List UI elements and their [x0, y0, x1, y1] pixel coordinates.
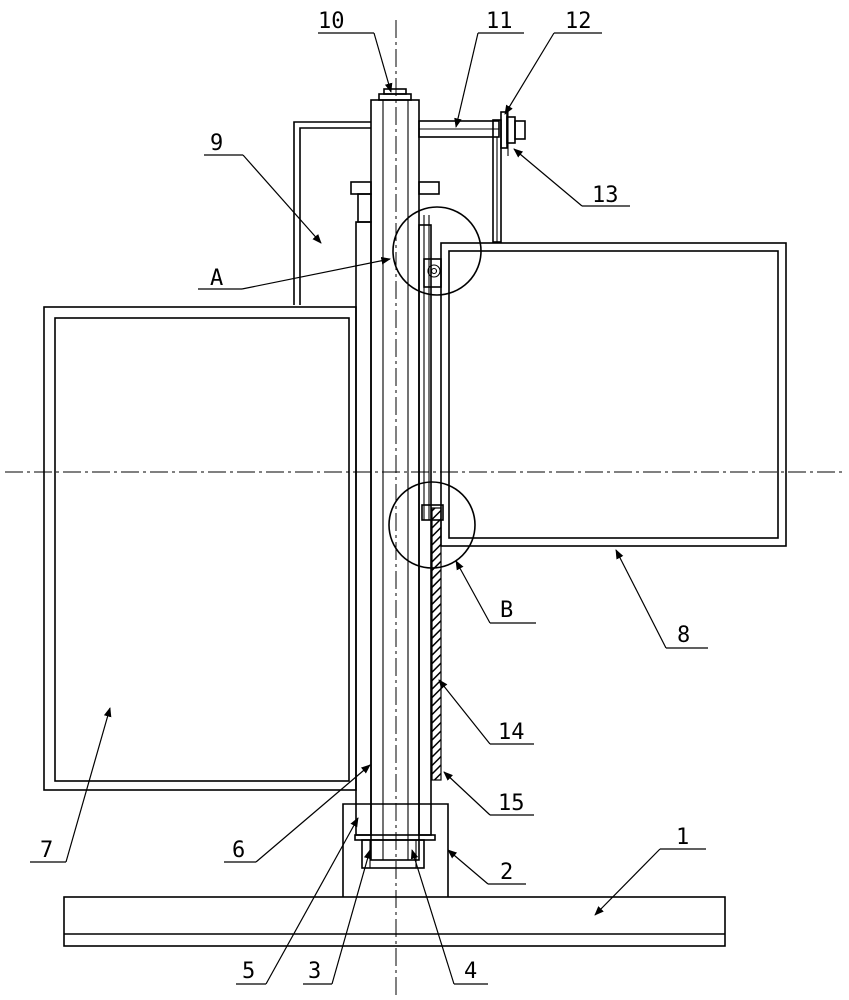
right-panel [441, 243, 786, 546]
top-arm [419, 120, 501, 242]
column-collar [351, 182, 439, 222]
label-1: 1 [676, 825, 689, 850]
side-frame [294, 122, 371, 305]
label-b: B [500, 598, 513, 623]
rack [432, 508, 441, 780]
top-cap [379, 89, 411, 100]
label-3: 3 [308, 959, 321, 984]
label-a: A [210, 266, 223, 291]
label-4: 4 [464, 959, 477, 984]
label-11: 11 [486, 9, 513, 34]
label-7: 7 [40, 838, 53, 863]
label-5: 5 [242, 959, 255, 984]
bottom-sleeve [355, 835, 435, 868]
label-8: 8 [677, 623, 690, 648]
label-6: 6 [232, 838, 245, 863]
label-9: 9 [210, 131, 223, 156]
label-14: 14 [498, 720, 525, 745]
label-10: 10 [318, 9, 345, 34]
label-13: 13 [592, 183, 619, 208]
main-column [356, 100, 431, 860]
roller [424, 259, 441, 287]
adjust-knob [501, 106, 525, 156]
base-plate [64, 897, 725, 946]
leader-lines [30, 33, 708, 984]
label-12: 12 [565, 9, 592, 34]
guide-rod [422, 215, 443, 520]
label-2: 2 [500, 860, 513, 885]
left-panel [44, 307, 356, 790]
label-15: 15 [498, 791, 525, 816]
